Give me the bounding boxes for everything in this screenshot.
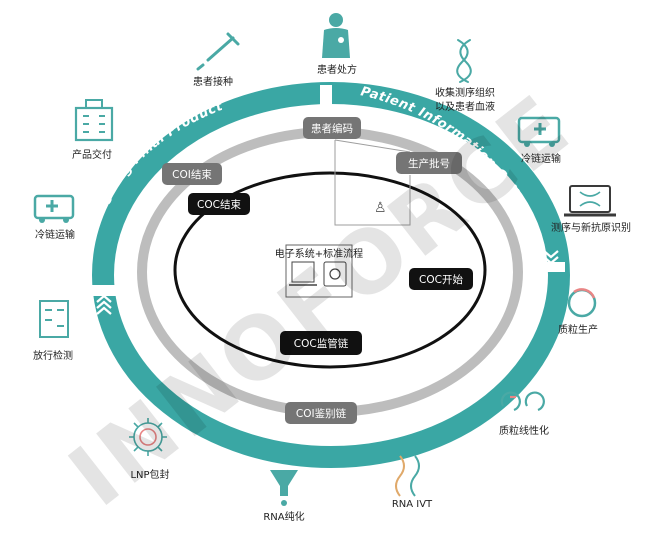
- pill-coc-end: COC结束: [188, 193, 250, 215]
- chevron-down-icon: [543, 250, 559, 271]
- svg-text:COC开始: COC开始: [419, 273, 463, 286]
- pill-coc-chain: COC监管链: [280, 331, 362, 355]
- svg-text:COI结束: COI结束: [172, 168, 212, 181]
- pill-patient-code: 患者编码: [303, 117, 361, 139]
- step-rna-purification: RNA纯化: [263, 510, 304, 523]
- rna-strand-icon: [395, 455, 420, 497]
- ring-gap-left: [92, 285, 118, 296]
- step-cold-chain-top: 冷链运输: [521, 152, 561, 165]
- step-collect-tissue-line2: 以及患者血液: [435, 100, 495, 113]
- laptop-icon: [291, 261, 315, 283]
- chevron-up-icon: [96, 294, 112, 315]
- step-product-delivery: 产品交付: [72, 148, 112, 161]
- connector-line: [334, 139, 411, 226]
- step-collect-tissue-line1: 收集测序组织: [435, 86, 495, 99]
- linear-plasmid-icon: [500, 391, 545, 412]
- step-plasmid-production: 质粒生产: [558, 323, 598, 336]
- svg-text:患者编码: 患者编码: [311, 122, 353, 135]
- svg-text:COC监管链: COC监管链: [294, 337, 349, 350]
- dna-helix-icon: [456, 39, 472, 83]
- pill-coi-chain: COI鉴别链: [285, 402, 357, 424]
- step-lnp-encapsulation: LNP包封: [130, 468, 169, 481]
- gel-test-icon: [39, 300, 69, 338]
- pill-coc-start: COC开始: [409, 268, 473, 290]
- plasmid-circle-icon: [567, 288, 597, 318]
- lnp-particle-icon: [129, 418, 167, 456]
- syringe-icon: [196, 32, 240, 71]
- laptop-dna-icon: [564, 185, 616, 217]
- step-plasmid-linearization: 质粒线性化: [499, 424, 549, 437]
- svg-text:COI鉴别链: COI鉴别链: [296, 407, 347, 420]
- ambulance-icon: [517, 116, 561, 147]
- step-cold-chain-left: 冷链运输: [35, 228, 75, 241]
- pill-coi-end: COI结束: [162, 163, 222, 185]
- filter-funnel-icon: [270, 470, 298, 506]
- step-patient-prescription: 患者处方: [317, 63, 357, 76]
- svg-text:COC结束: COC结束: [197, 198, 241, 211]
- person-small-icon: ♙: [374, 200, 387, 216]
- center-system-label: 电子系统+标准流程: [275, 247, 363, 260]
- step-rna-ivt: RNA IVT: [392, 499, 433, 510]
- coc-ellipse: [173, 171, 487, 369]
- center-system-box: 电子系统+标准流程: [275, 244, 363, 298]
- gear-icon: [323, 261, 347, 287]
- pill-batch-number: 生产批号: [396, 152, 462, 174]
- step-sequencing: 测序与新抗原识别: [551, 221, 631, 234]
- ring-gap-top: [320, 85, 332, 111]
- step-patient-vaccination: 患者接种: [193, 75, 233, 88]
- hospital-icon: [74, 99, 114, 142]
- step-release-testing: 放行检测: [33, 349, 73, 362]
- ambulance-icon: [33, 194, 75, 223]
- patient-body-icon: [322, 13, 350, 58]
- svg-text:生产批号: 生产批号: [408, 157, 450, 170]
